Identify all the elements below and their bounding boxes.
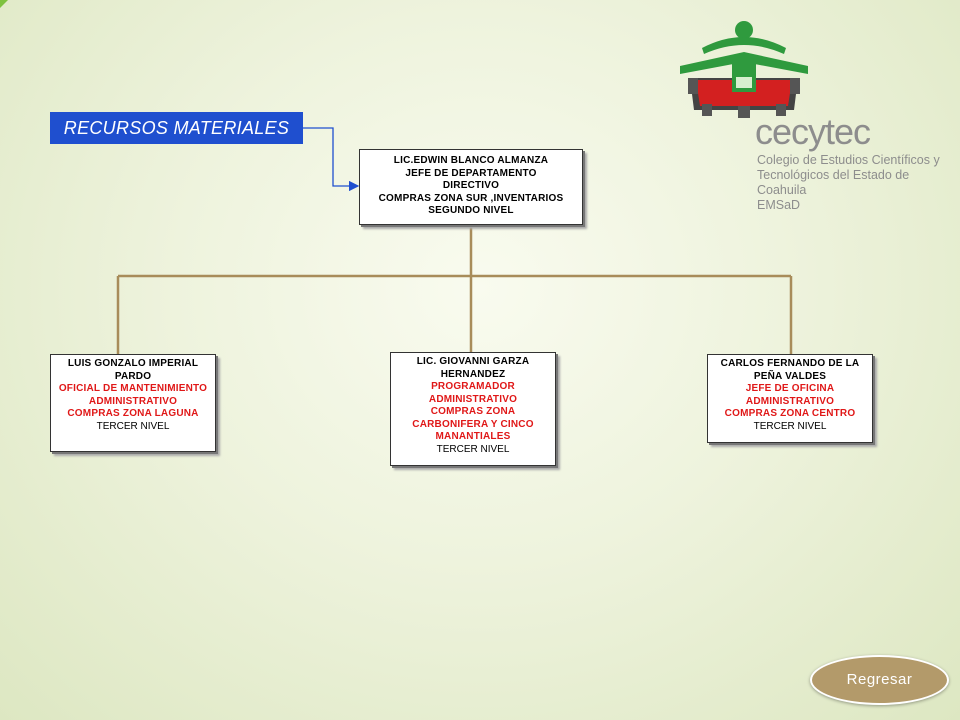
cecytec-logo-icon	[680, 21, 808, 118]
brand-subtitle-line-1: Colegio de Estudios Científicos y	[757, 153, 940, 167]
center-name: LIC. GIOVANNI GARZA HERNANDEZ	[416, 356, 530, 380]
head-title: JEFE DE DEPARTAMENTO	[405, 167, 537, 179]
center-area: COMPRAS ZONA CARBONIFERA Y CINCO MANANTI…	[412, 406, 534, 442]
head-category: DIRECTIVO	[442, 180, 500, 191]
right-level: TERCER NIVEL	[753, 420, 827, 432]
center-role: PROGRAMADOR ADMINISTRATIVO	[428, 381, 518, 405]
head-area: COMPRAS ZONA SUR ,INVENTARIOS	[378, 192, 564, 204]
left-area: COMPRAS ZONA LAGUNA	[67, 408, 199, 419]
org-node-head: LIC.EDWIN BLANCO ALMANZA JEFE DE DEPARTA…	[359, 149, 583, 225]
center-level: TERCER NIVEL	[436, 443, 510, 455]
brand-subtitle-line-2: Tecnológicos del Estado de Coahuila	[757, 168, 910, 197]
right-area: COMPRAS ZONA CENTRO	[724, 408, 856, 419]
head-name: LIC.EDWIN BLANCO ALMANZA	[393, 155, 549, 166]
org-node-center: LIC. GIOVANNI GARZA HERNANDEZ PROGRAMADO…	[390, 352, 556, 466]
left-role: OFICIAL DE MANTENIMIENTO ADMINISTRATIVO	[58, 383, 208, 407]
back-button[interactable]: Regresar	[810, 655, 949, 705]
left-name: LUIS GONZALO IMPERIAL PARDO	[67, 358, 199, 382]
department-arrow	[303, 127, 360, 192]
org-node-left: LUIS GONZALO IMPERIAL PARDO OFICIAL DE M…	[50, 354, 216, 452]
left-level: TERCER NIVEL	[96, 420, 170, 432]
department-label: RECURSOS MATERIALES	[50, 112, 303, 144]
brand-subtitle-line-3: EMSaD	[757, 198, 801, 212]
right-role: JEFE DE OFICINA ADMINISTRATIVO	[745, 383, 835, 407]
brand-subtitle: Colegio de Estudios Científicos y Tecnol…	[757, 153, 960, 213]
brand-wordmark: cecytec	[755, 111, 871, 152]
org-node-right: CARLOS FERNANDO DE LA PEÑA VALDES JEFE D…	[707, 354, 873, 443]
head-level: SEGUNDO NIVEL	[428, 205, 514, 216]
right-name: CARLOS FERNANDO DE LA PEÑA VALDES	[720, 358, 860, 382]
corner-accent	[0, 0, 8, 8]
